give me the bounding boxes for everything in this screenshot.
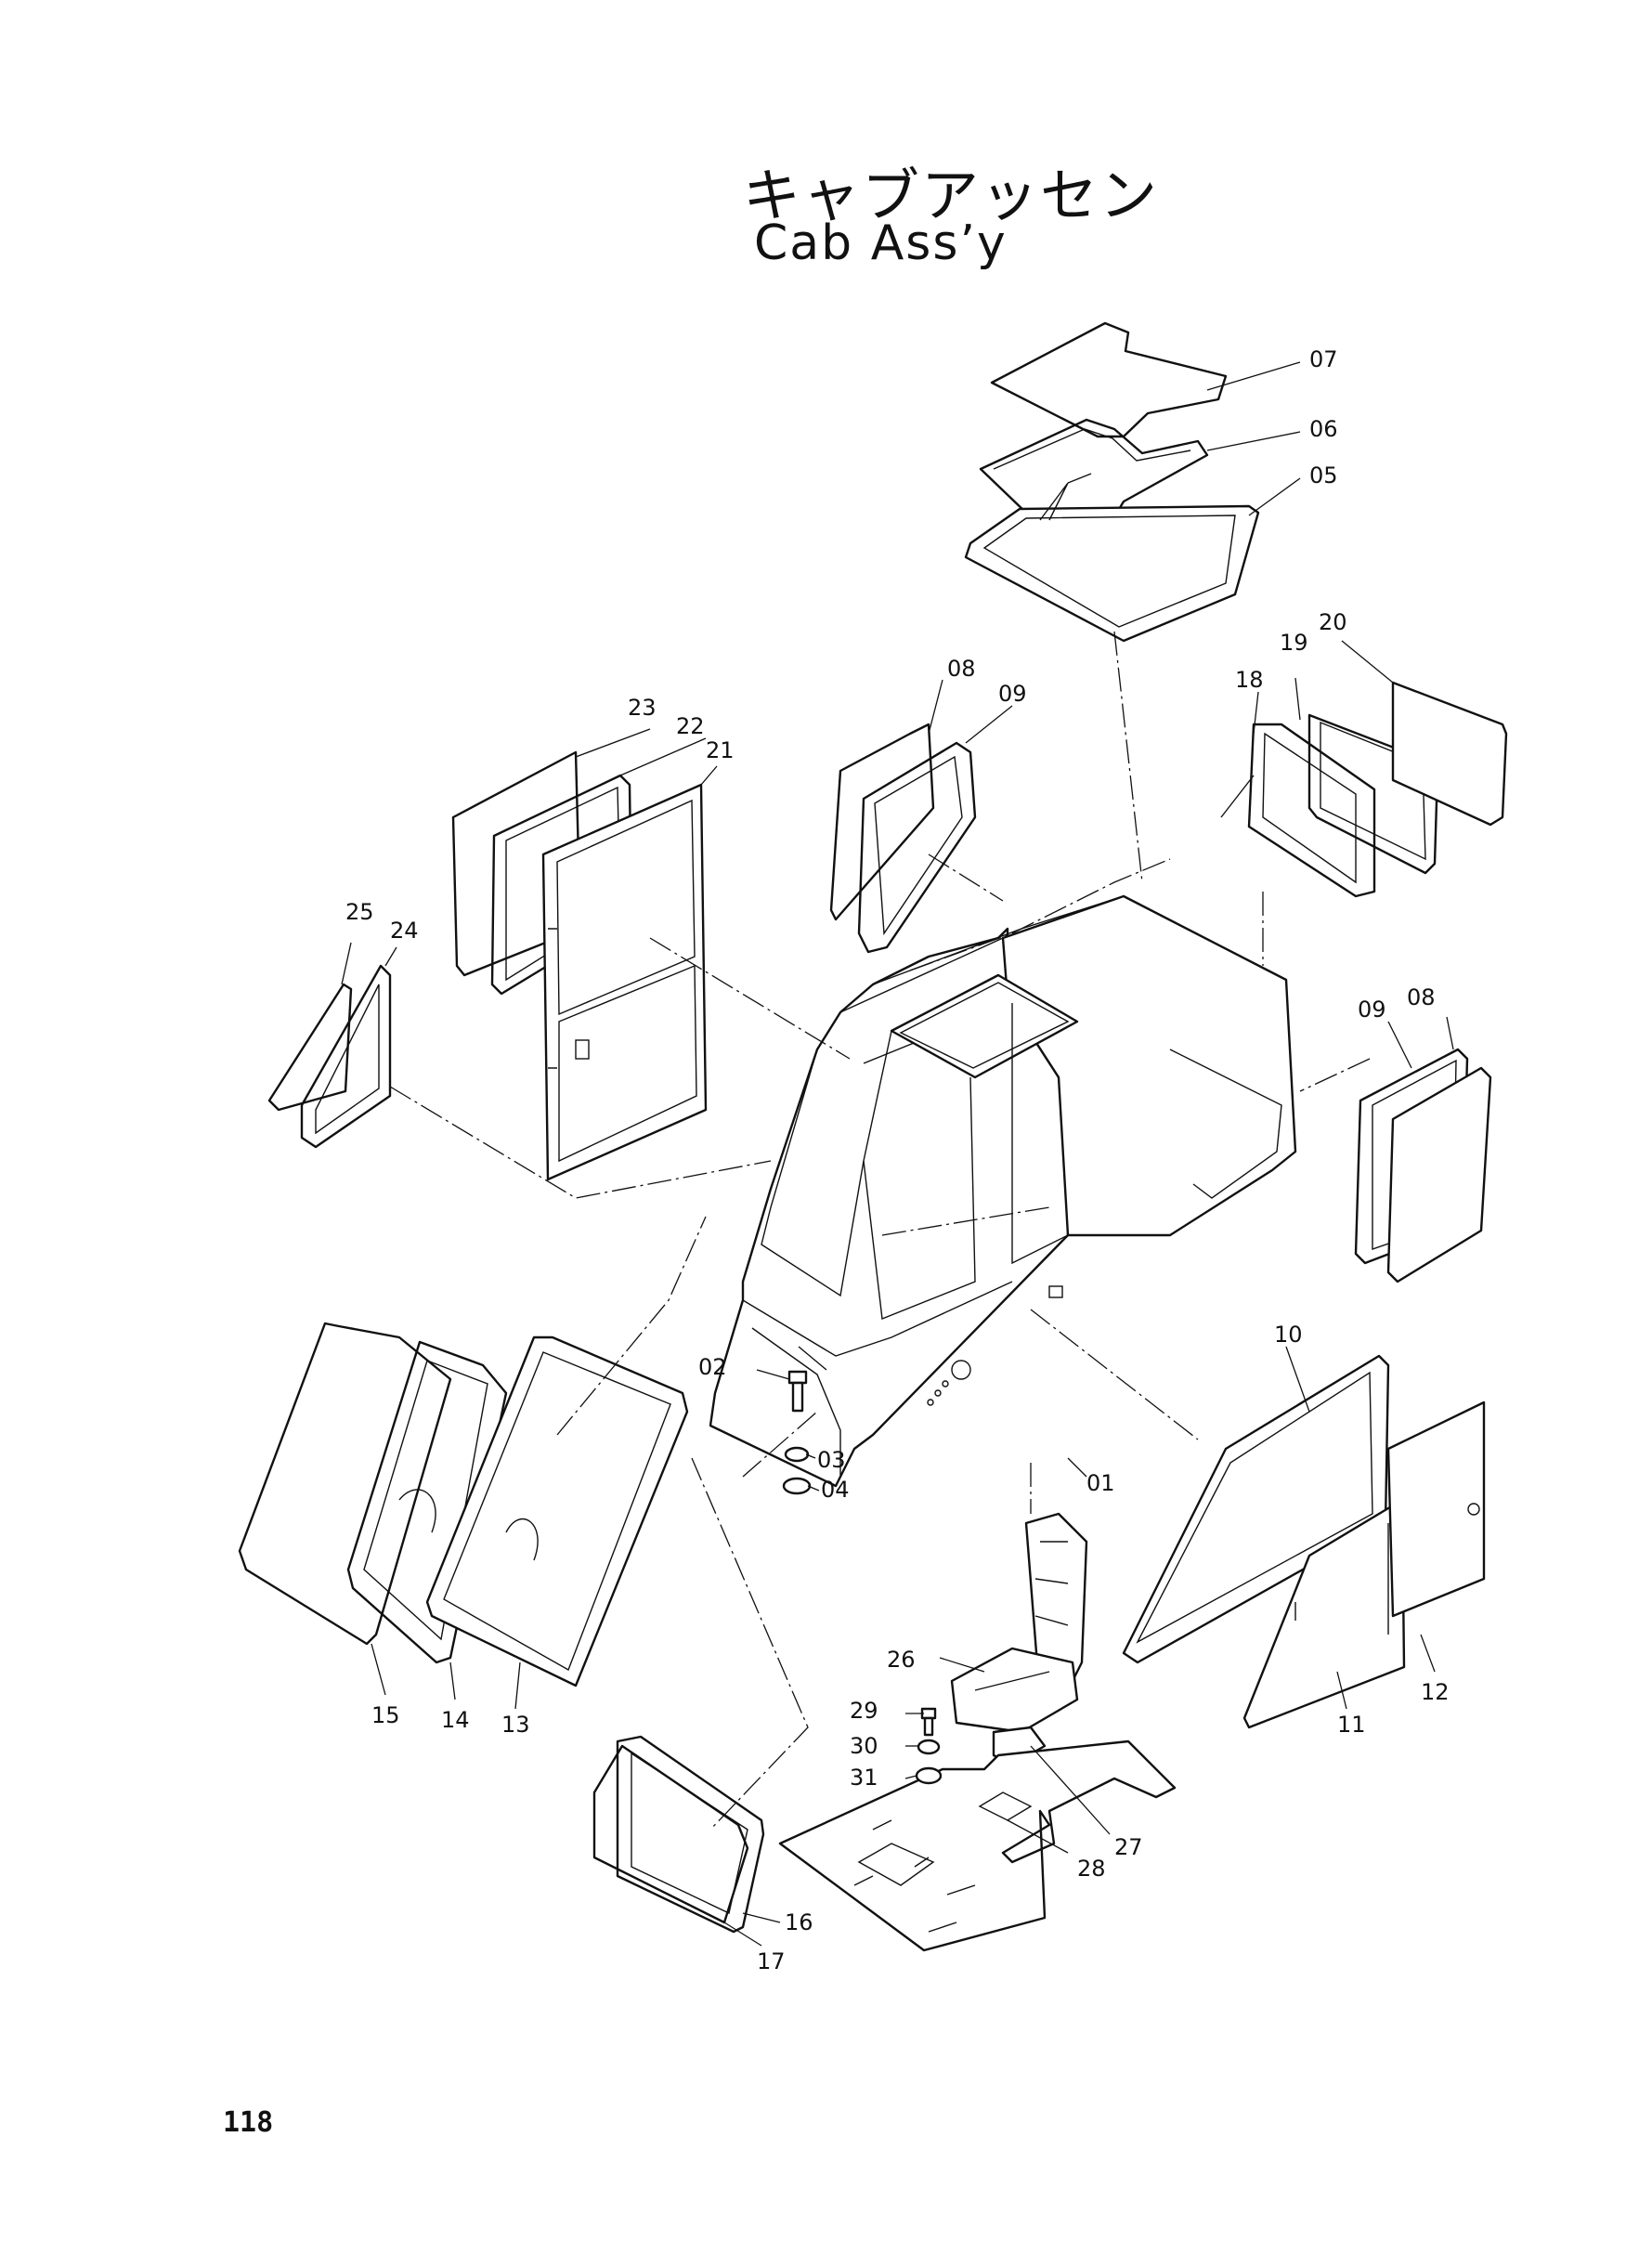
callout-12: 12 <box>1421 1679 1450 1705</box>
callout-07: 07 <box>1309 346 1338 372</box>
seat-part-26 <box>950 1512 1088 1734</box>
rear-frame-part-13 <box>425 1335 689 1687</box>
callout-24: 24 <box>390 918 419 944</box>
window-seal-part-09-upper <box>857 741 977 954</box>
callout-09-right: 09 <box>1358 997 1386 1023</box>
roof-glass-part-07 <box>990 321 1228 438</box>
washer-part-30 <box>917 1739 941 1755</box>
leader-lines <box>341 361 1454 1947</box>
washer-part-31 <box>915 1766 943 1785</box>
title-japanese: キャブアッセン <box>743 162 1160 229</box>
callout-25: 25 <box>345 899 374 925</box>
triangle-seal-part-24 <box>300 964 392 1149</box>
lower-seal-part-16 <box>616 1735 765 1934</box>
callout-05: 05 <box>1309 463 1338 489</box>
callout-03: 03 <box>817 1447 846 1473</box>
callout-23: 23 <box>628 695 657 721</box>
bolt-part-02 <box>787 1370 808 1413</box>
callout-08-right: 08 <box>1407 984 1436 1010</box>
roof-frame-part-05 <box>964 473 1260 643</box>
assembly-lines <box>389 631 1371 1831</box>
callout-29: 29 <box>850 1698 878 1724</box>
callout-26: 26 <box>887 1647 916 1673</box>
callout-14: 14 <box>441 1707 470 1733</box>
window-glass-part-08-upper <box>829 723 935 921</box>
callout-19: 19 <box>1280 630 1308 656</box>
page-number: 118 <box>223 2106 274 2139</box>
callout-06: 06 <box>1309 416 1338 442</box>
callout-16: 16 <box>785 1909 813 1935</box>
callout-11: 11 <box>1337 1712 1366 1738</box>
callout-21: 21 <box>706 737 735 763</box>
cab-body-part-01 <box>709 894 1297 1488</box>
floor-mat-part-28 <box>778 1739 1177 1952</box>
window-glass-part-08-right <box>1386 1066 1492 1283</box>
callout-30: 30 <box>850 1733 878 1759</box>
callout-31: 31 <box>850 1765 878 1791</box>
side-window-glass-part-20 <box>1391 681 1508 827</box>
rear-glass-part-15 <box>238 1322 452 1646</box>
callout-08-upper: 08 <box>947 656 976 682</box>
callout-28: 28 <box>1077 1856 1106 1882</box>
washer-part-03 <box>784 1446 810 1463</box>
callout-20: 20 <box>1319 609 1347 635</box>
triangle-glass-part-25 <box>267 983 353 1112</box>
callout-02: 02 <box>698 1354 727 1380</box>
door-frame-part-21 <box>541 783 708 1181</box>
callout-13: 13 <box>501 1712 530 1738</box>
side-window-frame-part-18 <box>1220 723 1376 898</box>
windshield-frame-part-10 <box>1122 1354 1390 1664</box>
callout-18: 18 <box>1235 667 1264 693</box>
bolt-part-29 <box>920 1707 937 1737</box>
callout-labels: 07 06 05 08 09 18 19 20 23 22 21 25 24 0… <box>345 346 1450 1974</box>
callout-01: 01 <box>1086 1470 1115 1496</box>
nut-part-04 <box>782 1477 812 1495</box>
callout-04: 04 <box>821 1477 850 1503</box>
callout-15: 15 <box>371 1702 400 1728</box>
callout-17: 17 <box>757 1948 786 1974</box>
callout-09-upper: 09 <box>998 681 1027 707</box>
title-english: Cab Ass’y <box>754 215 1008 271</box>
windshield-lower-part-12 <box>1386 1401 1486 1618</box>
callout-22: 22 <box>676 713 705 739</box>
callout-27: 27 <box>1114 1834 1143 1860</box>
lower-glass-part-17 <box>592 1744 749 1924</box>
callout-10: 10 <box>1274 1322 1303 1348</box>
